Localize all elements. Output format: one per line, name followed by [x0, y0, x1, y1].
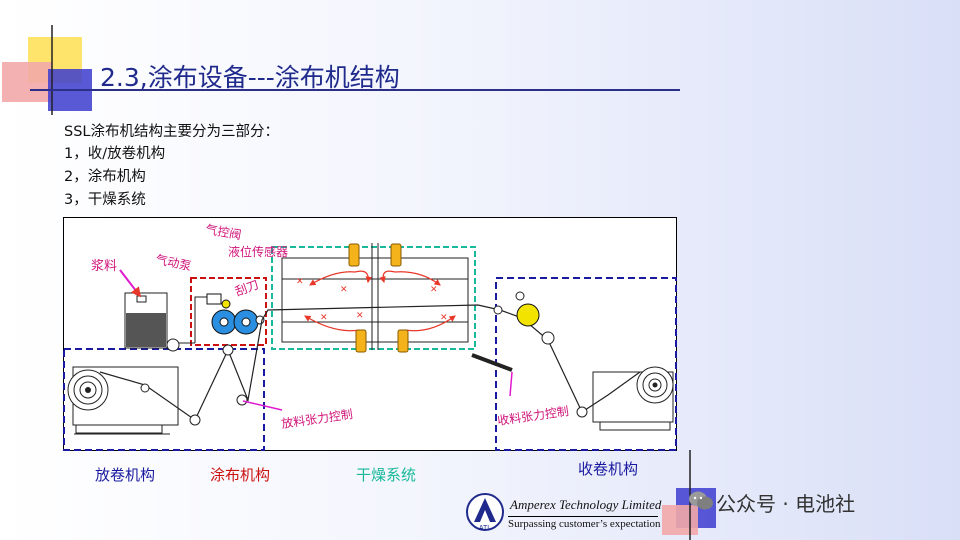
svg-text:✕: ✕ [440, 313, 448, 323]
label-pneumatic-pump: 气动泵 [154, 251, 192, 273]
unwind-machine [67, 366, 179, 435]
label-slurry: 浆料 [91, 259, 117, 274]
drying-section-box [271, 246, 476, 350]
slurry-tank [124, 292, 195, 352]
title-divider [30, 89, 680, 91]
intro-item: 1，收/放卷机构 [64, 146, 166, 162]
watermark-text: 公众号 · 电池社 [716, 492, 856, 516]
coating-head [206, 293, 265, 335]
company-name: Amperex Technology Limited [510, 497, 662, 512]
caption-unwind: 放卷机构 [95, 466, 156, 484]
caption-drying: 干燥系统 [356, 466, 417, 484]
atl-logo: ATL [466, 493, 504, 532]
logo-text: ATL [479, 525, 491, 532]
label-level-sensor: 液位传感器 [228, 244, 288, 259]
label-blade: 刮刀 [233, 277, 260, 298]
caption-rewind: 收卷机构 [578, 460, 639, 478]
svg-text:✕: ✕ [356, 311, 364, 321]
web-path [99, 304, 641, 421]
company-slogan: Surpassing customer’s expectation [508, 516, 661, 530]
rewind-drive-roller [516, 303, 540, 327]
svg-text:✕: ✕ [340, 285, 348, 295]
svg-text:✕: ✕ [430, 285, 438, 295]
unwind-section-box [63, 348, 265, 451]
svg-text:✕: ✕ [320, 313, 328, 323]
page-title: 2.3,涂布设备---涂布机结构 [100, 63, 400, 92]
rewind-machine [592, 366, 674, 431]
guide-rollers [140, 291, 588, 426]
svg-text:✕: ✕ [296, 277, 304, 287]
wechat-icon [689, 491, 713, 510]
label-unwind-tension: 放料张力控制 [280, 406, 353, 431]
label-air-valve: 气控阀 [204, 221, 242, 242]
label-rewind-tension: 收料张力控制 [496, 404, 569, 428]
intro-item: 3，干燥系统 [64, 192, 146, 208]
intro-heading: SSL涂布机结构主要分为三部分： [64, 124, 279, 140]
intro-item: 2，涂布机构 [64, 169, 146, 185]
caption-coating: 涂布机构 [210, 466, 271, 484]
coating-section-box [190, 277, 267, 346]
dryer-oven: ✕ ✕ ✕ ✕ ✕ ✕ [281, 243, 469, 353]
